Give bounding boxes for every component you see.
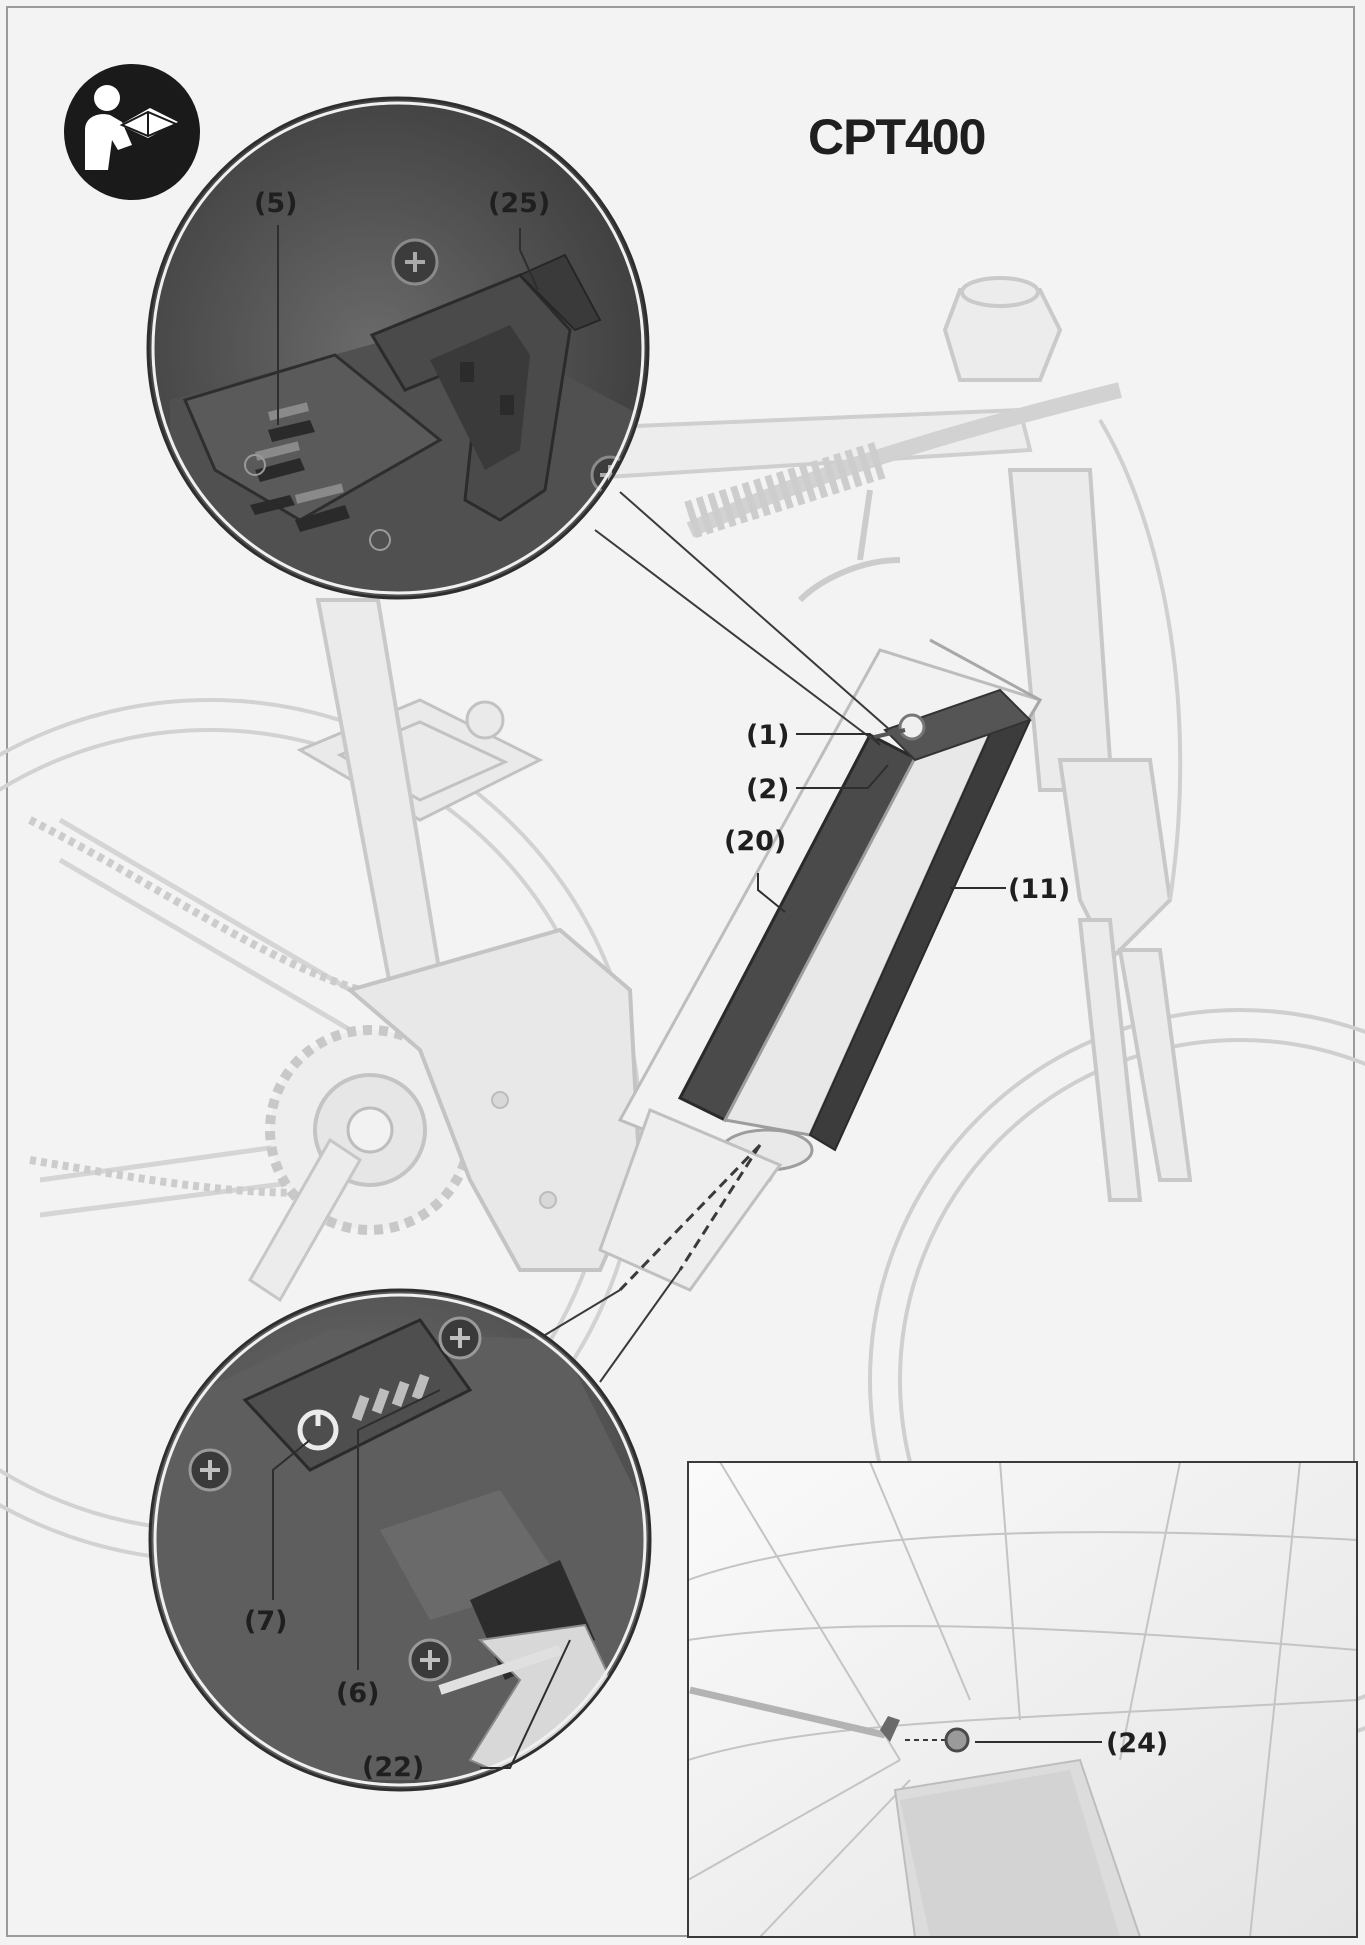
crank-arm [248, 1137, 362, 1303]
callout-24: (24) [1106, 1728, 1169, 1759]
chain [28, 816, 362, 1197]
callout-6: (6) [336, 1678, 380, 1709]
callout-11: (11) [1008, 874, 1071, 905]
page-border [6, 6, 1355, 1937]
callout-2: (2) [746, 774, 790, 805]
callout-5: (5) [254, 188, 298, 219]
read-manual-icon [64, 64, 200, 200]
document-title: CPT400 [808, 109, 986, 165]
callout-25: (25) [488, 188, 551, 219]
battery [677, 688, 1032, 1172]
head-tube [1007, 468, 1193, 1202]
connector-zoom [146, 96, 650, 600]
callout-22: (22) [362, 1752, 425, 1783]
screw-inset-panel [688, 1462, 1357, 1938]
handlebar [684, 382, 1122, 603]
battery-lock [869, 713, 926, 741]
callout-20: (20) [724, 826, 787, 857]
charge-indicator-zoom [148, 1288, 652, 1792]
stem [942, 276, 1063, 382]
callout-1: (1) [746, 720, 790, 751]
callout-7: (7) [244, 1606, 288, 1637]
callout-leaders [272, 225, 1102, 1769]
